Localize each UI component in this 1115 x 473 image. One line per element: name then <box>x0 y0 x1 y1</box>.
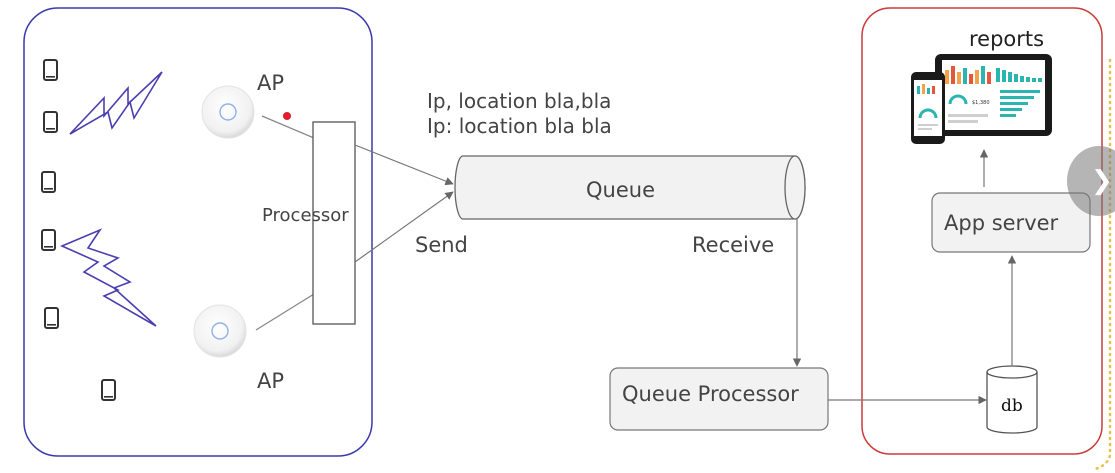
chevron-right-icon: ❯ <box>1091 166 1113 196</box>
ap-link-bottom <box>255 293 315 331</box>
phone-icon <box>44 307 59 329</box>
reports-label: reports <box>969 27 1045 51</box>
queue-processor-box <box>609 367 829 431</box>
lightning-icon <box>69 71 163 135</box>
devices-zone-frame <box>23 7 373 457</box>
access-point-icon <box>193 304 247 358</box>
dotted-border <box>1090 58 1112 472</box>
phone-icon <box>41 229 56 251</box>
phone-icon <box>101 379 116 401</box>
send-arrow-top <box>354 144 454 186</box>
message-line-1: Ip, location bla,bla <box>427 89 612 113</box>
ap-bottom-label: AP <box>257 369 285 393</box>
queue-label: Queue <box>586 178 655 202</box>
ap-link-top <box>261 115 315 139</box>
db-label: db <box>1001 396 1023 416</box>
next-slide-button[interactable]: ❯ <box>1067 146 1115 216</box>
processor-box <box>312 121 356 325</box>
app-server-box <box>931 192 1091 253</box>
queue-processor-label: Queue Processor <box>622 382 799 406</box>
lightning-icon <box>59 228 157 327</box>
backend-zone-frame <box>861 7 1103 455</box>
send-label: Send <box>415 233 468 257</box>
phone-icon <box>43 59 58 81</box>
phone-dashboard-icon <box>911 72 945 144</box>
phone-icon <box>43 111 58 133</box>
tablet-dashboard-icon: $1,380 <box>935 54 1052 136</box>
app-server-label: App server <box>944 211 1059 235</box>
send-arrow-bottom <box>354 191 454 263</box>
message-line-2: Ip: location bla bla <box>427 114 612 138</box>
access-point-icon <box>201 85 255 139</box>
db-cylinder <box>986 365 1038 434</box>
queue-cylinder <box>454 155 806 220</box>
dashboard-kpi: $1,380 <box>972 100 990 106</box>
signal-dot <box>283 112 291 120</box>
phone-icon <box>41 171 56 193</box>
processor-label: Processor <box>262 205 349 226</box>
receive-label: Receive <box>692 233 775 257</box>
ap-top-label: AP <box>257 71 285 95</box>
